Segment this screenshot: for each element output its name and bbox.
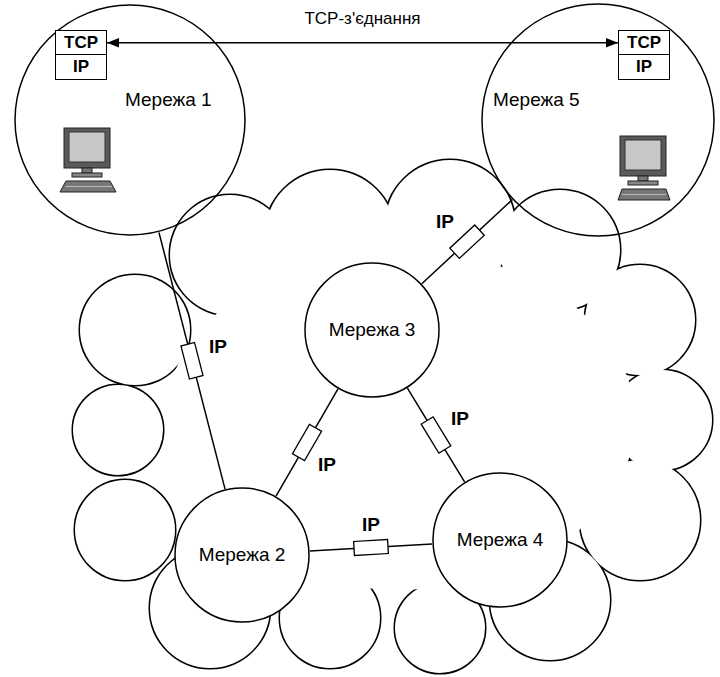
computer-icon: [60, 128, 116, 192]
network-link: [276, 389, 338, 496]
screen: [625, 140, 661, 170]
computer-icon: [618, 136, 670, 200]
protocol-label: TCP: [627, 33, 661, 53]
keyboard-keys: [66, 186, 112, 187]
cloud-fill: [73, 160, 712, 673]
circle-outline: [305, 263, 439, 397]
cloud-fill-part: [75, 480, 175, 580]
circle-outline: [175, 488, 309, 622]
network-label: Мережа 4: [457, 529, 544, 551]
network-circle: Мережа 3: [304, 262, 440, 398]
keyboard: [60, 181, 116, 192]
monitor-stand: [82, 168, 92, 173]
monitor: [620, 136, 666, 176]
network-circle: Мережа 5 TCP IP: [481, 3, 715, 237]
keyboard-keys: [622, 194, 666, 195]
protocol-label: IP: [207, 336, 229, 358]
protocol-box: IP: [618, 54, 670, 80]
circle-outline: [481, 3, 715, 237]
protocol-label: IP: [73, 57, 89, 77]
protocol-box: TCP: [618, 30, 670, 56]
protocol-label: IP: [434, 211, 456, 233]
protocol-label: IP: [636, 57, 652, 77]
cloud-fill-part: [73, 385, 163, 475]
monitor-base: [72, 173, 102, 177]
screen: [69, 132, 105, 162]
monitor-stand: [638, 176, 648, 181]
cloud-outline: [73, 160, 712, 673]
protocol-label: IP: [316, 454, 338, 476]
network-label: Мережа 3: [329, 319, 416, 341]
circle-outline: [482, 4, 714, 236]
protocol-box: TCP: [55, 30, 107, 56]
router-symbol: [354, 540, 389, 556]
monitor-base: [628, 181, 658, 185]
protocol-label: TCP: [64, 33, 98, 53]
connection-label: TCP-з'єднання: [302, 9, 422, 29]
network-circle: Мережа 4: [432, 472, 568, 608]
router-symbol: [181, 343, 203, 379]
network-link: [422, 200, 512, 284]
network-circle: Мережа 1 TCP IP: [14, 4, 246, 236]
cloud-bump: [73, 385, 163, 475]
protocol-label: IP: [360, 514, 382, 536]
cloud-bump: [75, 480, 175, 580]
network-link: [407, 388, 464, 482]
network-circle: Мережа 2: [174, 487, 310, 623]
circle-outline: [433, 473, 567, 607]
network-label: Мережа 1: [125, 89, 212, 111]
connection-arrow: [107, 42, 618, 44]
monitor: [64, 128, 110, 168]
protocol-label: IP: [449, 408, 471, 430]
network-label: Мережа 5: [493, 89, 580, 111]
network-label: Мережа 2: [199, 544, 286, 566]
circle-outline: [15, 5, 245, 235]
network-link: [159, 232, 225, 489]
router-symbol: [421, 417, 451, 453]
protocol-box: IP: [55, 54, 107, 80]
keyboard: [618, 189, 670, 200]
circle-outline: [14, 4, 246, 236]
